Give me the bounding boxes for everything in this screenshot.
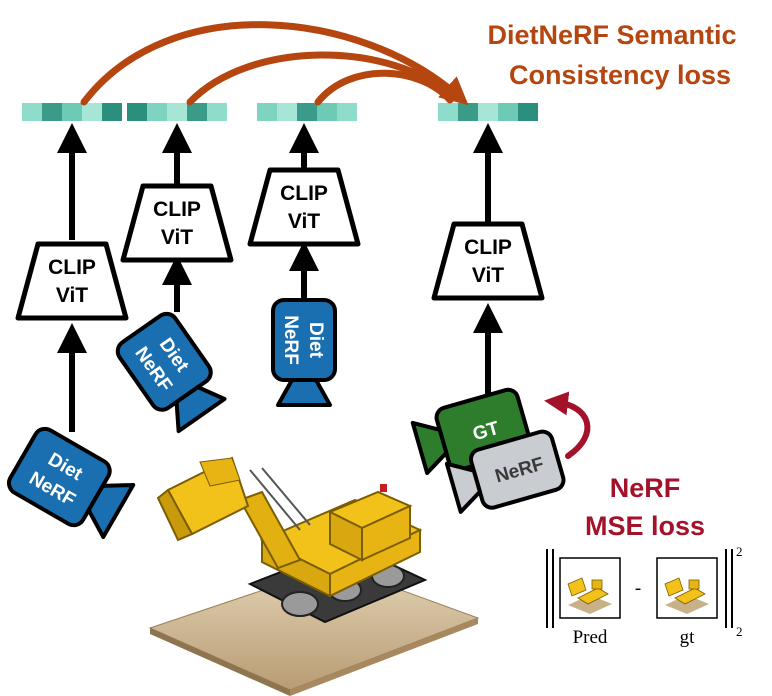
clip-vit-encoder-3: CLIP ViT (247, 167, 361, 247)
gt-label: gt (680, 627, 696, 648)
norm-exponent: 2 (736, 544, 743, 559)
embedding-vector-3 (257, 103, 357, 121)
dietnerf-camera-icon-3: Diet NeRF (271, 298, 337, 407)
dietnerf-camera-icon-2: Diet NeRF (115, 311, 227, 434)
pred-thumbnail-image (559, 557, 621, 619)
mse-loss-title-line1: NeRF (610, 473, 681, 503)
mse-loss-title-line2: MSE loss (585, 511, 705, 541)
svg-text:CLIP: CLIP (48, 256, 96, 279)
camera-to-encoder-arrows (57, 241, 503, 432)
embedding-vector-1 (22, 103, 122, 121)
clip-vit-encoder-1: CLIP ViT (15, 241, 129, 321)
svg-text:Diet: Diet (305, 322, 326, 359)
embedding-vector-target (438, 103, 538, 121)
svg-text:ViT: ViT (472, 264, 504, 287)
minus-sign: - (635, 578, 641, 599)
svg-text:ViT: ViT (56, 284, 88, 307)
nerf-camera-icon: NeRF (444, 429, 566, 514)
clip-vit-encoder-4: CLIP ViT (431, 221, 545, 301)
nerf-to-gt-arrow (544, 391, 591, 459)
svg-text:CLIP: CLIP (464, 236, 512, 259)
svg-text:CLIP: CLIP (153, 198, 201, 221)
dietnerf-camera-icon-1: Diet NeRF (6, 426, 136, 539)
lego-bulldozer-image (148, 456, 480, 696)
semantic-loss-title-line1: DietNeRF Semantic (487, 20, 736, 50)
embedding-vector-2 (127, 103, 227, 121)
gt-thumbnail-image (656, 557, 718, 619)
semantic-loss-title-line2: Consistency loss (509, 60, 731, 90)
svg-text:ViT: ViT (288, 210, 320, 233)
clip-vit-encoder-2: CLIP ViT (120, 183, 234, 263)
semantic-consistency-arrows (80, 21, 469, 106)
norm-subscript: 2 (736, 624, 743, 639)
pred-label: Pred (573, 627, 608, 648)
svg-text:CLIP: CLIP (280, 182, 328, 205)
mse-formula: - 2 2 Pred gt (546, 544, 743, 648)
svg-text:NeRF: NeRF (280, 315, 301, 365)
svg-text:ViT: ViT (161, 226, 193, 249)
